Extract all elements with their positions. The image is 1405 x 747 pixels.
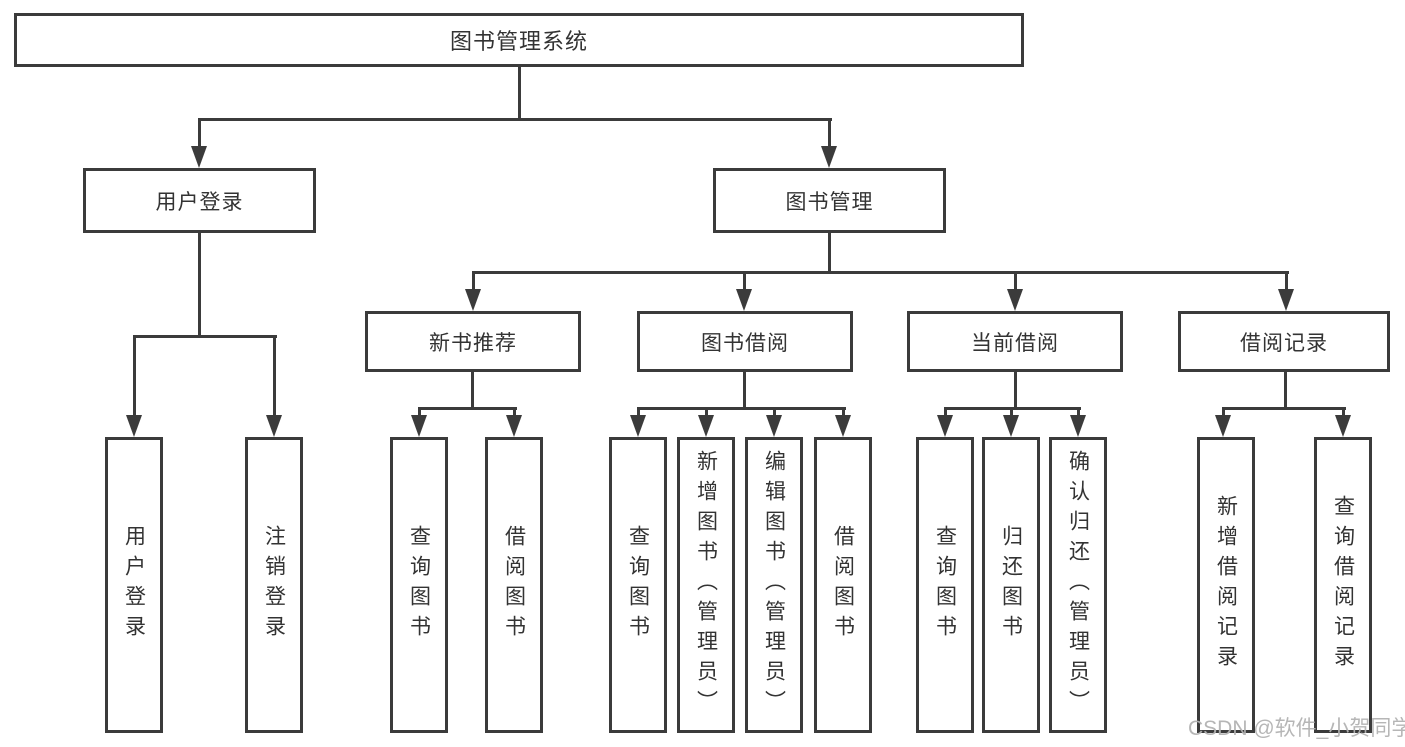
arrowhead-to-new-book-recommend <box>465 289 481 311</box>
connector-current-leaf3-stem <box>1077 407 1080 419</box>
connector-root-hline <box>198 118 832 121</box>
leaf-edit-books-admin: 编辑图书（管理员） <box>745 437 803 733</box>
arrowhead-to-query-books-current <box>937 415 953 437</box>
connector-mgmt-l3c-stem <box>1014 271 1017 293</box>
leaf-add-books-admin: 新增图书（管理员） <box>677 437 735 733</box>
connector-recommend-leaf2-stem <box>513 407 516 419</box>
node-root-system: 图书管理系统 <box>14 13 1024 67</box>
connector-recommend-hline <box>418 407 517 410</box>
arrowhead-to-query-books-recommend <box>411 415 427 437</box>
connector-borrow-leaf2-stem <box>705 407 708 419</box>
node-book-management: 图书管理 <box>713 168 946 233</box>
connector-current-leaf1-stem <box>944 407 947 419</box>
arrowhead-to-leaf-user-login <box>126 415 142 437</box>
connector-records-stem <box>1284 372 1287 410</box>
connector-mgmt-l3b-stem <box>743 271 746 293</box>
connector-borrow-stem <box>743 372 746 410</box>
arrowhead-to-leaf-logout <box>266 415 282 437</box>
leaf-borrow-books-recommend: 借阅图书 <box>485 437 543 733</box>
connector-mgmt-stem <box>828 233 831 274</box>
arrowhead-to-current-borrow <box>1007 289 1023 311</box>
arrowhead-to-add-borrow-record <box>1215 415 1231 437</box>
leaf-query-books-current: 查询图书 <box>916 437 974 733</box>
node-current-borrow: 当前借阅 <box>907 311 1123 372</box>
arrowhead-to-query-books-borrow <box>630 415 646 437</box>
arrowhead-to-book-borrow <box>736 289 752 311</box>
connector-mgmt-l3a-stem <box>472 271 475 293</box>
connector-mgmt-hline <box>472 271 1289 274</box>
connector-recommend-leaf1-stem <box>418 407 421 419</box>
leaf-query-books-borrow: 查询图书 <box>609 437 667 733</box>
arrowhead-to-book-management <box>821 146 837 168</box>
arrowhead-to-borrow-records <box>1278 289 1294 311</box>
node-book-borrow: 图书借阅 <box>637 311 853 372</box>
connector-recommend-stem <box>471 372 474 410</box>
connector-user-leaf2-stem <box>273 335 276 419</box>
leaf-user-login: 用户登录 <box>105 437 163 733</box>
connector-records-leaf2-stem <box>1342 407 1345 419</box>
connector-user-stem <box>198 233 201 338</box>
connector-root-to-user-stem <box>198 118 201 150</box>
node-borrow-records: 借阅记录 <box>1178 311 1390 372</box>
connector-current-stem <box>1014 372 1017 410</box>
connector-borrow-leaf1-stem <box>637 407 640 419</box>
arrowhead-to-borrow-books <box>835 415 851 437</box>
connector-user-leaf1-stem <box>133 335 136 419</box>
node-new-book-recommend: 新书推荐 <box>365 311 581 372</box>
leaf-logout: 注销登录 <box>245 437 303 733</box>
connector-borrow-leaf4-stem <box>842 407 845 419</box>
arrowhead-to-borrow-books-recommend <box>506 415 522 437</box>
connector-records-leaf1-stem <box>1222 407 1225 419</box>
connector-current-leaf2-stem <box>1010 407 1013 419</box>
arrowhead-to-user-login <box>191 146 207 168</box>
node-user-login: 用户登录 <box>83 168 316 233</box>
arrowhead-to-query-borrow-record <box>1335 415 1351 437</box>
connector-records-hline <box>1222 407 1346 410</box>
connector-root-to-mgmt-stem <box>828 118 831 150</box>
leaf-return-books: 归还图书 <box>982 437 1040 733</box>
connector-root-stem <box>518 67 521 120</box>
connector-borrow-hline <box>637 407 846 410</box>
connector-borrow-leaf3-stem <box>773 407 776 419</box>
connector-mgmt-l3d-stem <box>1285 271 1288 293</box>
leaf-query-borrow-record: 查询借阅记录 <box>1314 437 1372 733</box>
arrowhead-to-confirm-return-admin <box>1070 415 1086 437</box>
connector-user-hline <box>133 335 277 338</box>
csdn-watermark: CSDN @软件_小贺同学 <box>1188 717 1405 740</box>
leaf-query-books-recommend: 查询图书 <box>390 437 448 733</box>
arrowhead-to-add-books-admin <box>698 415 714 437</box>
leaf-borrow-books: 借阅图书 <box>814 437 872 733</box>
leaf-confirm-return-admin: 确认归还（管理员） <box>1049 437 1107 733</box>
arrowhead-to-return-books <box>1003 415 1019 437</box>
leaf-add-borrow-record: 新增借阅记录 <box>1197 437 1255 733</box>
arrowhead-to-edit-books-admin <box>766 415 782 437</box>
